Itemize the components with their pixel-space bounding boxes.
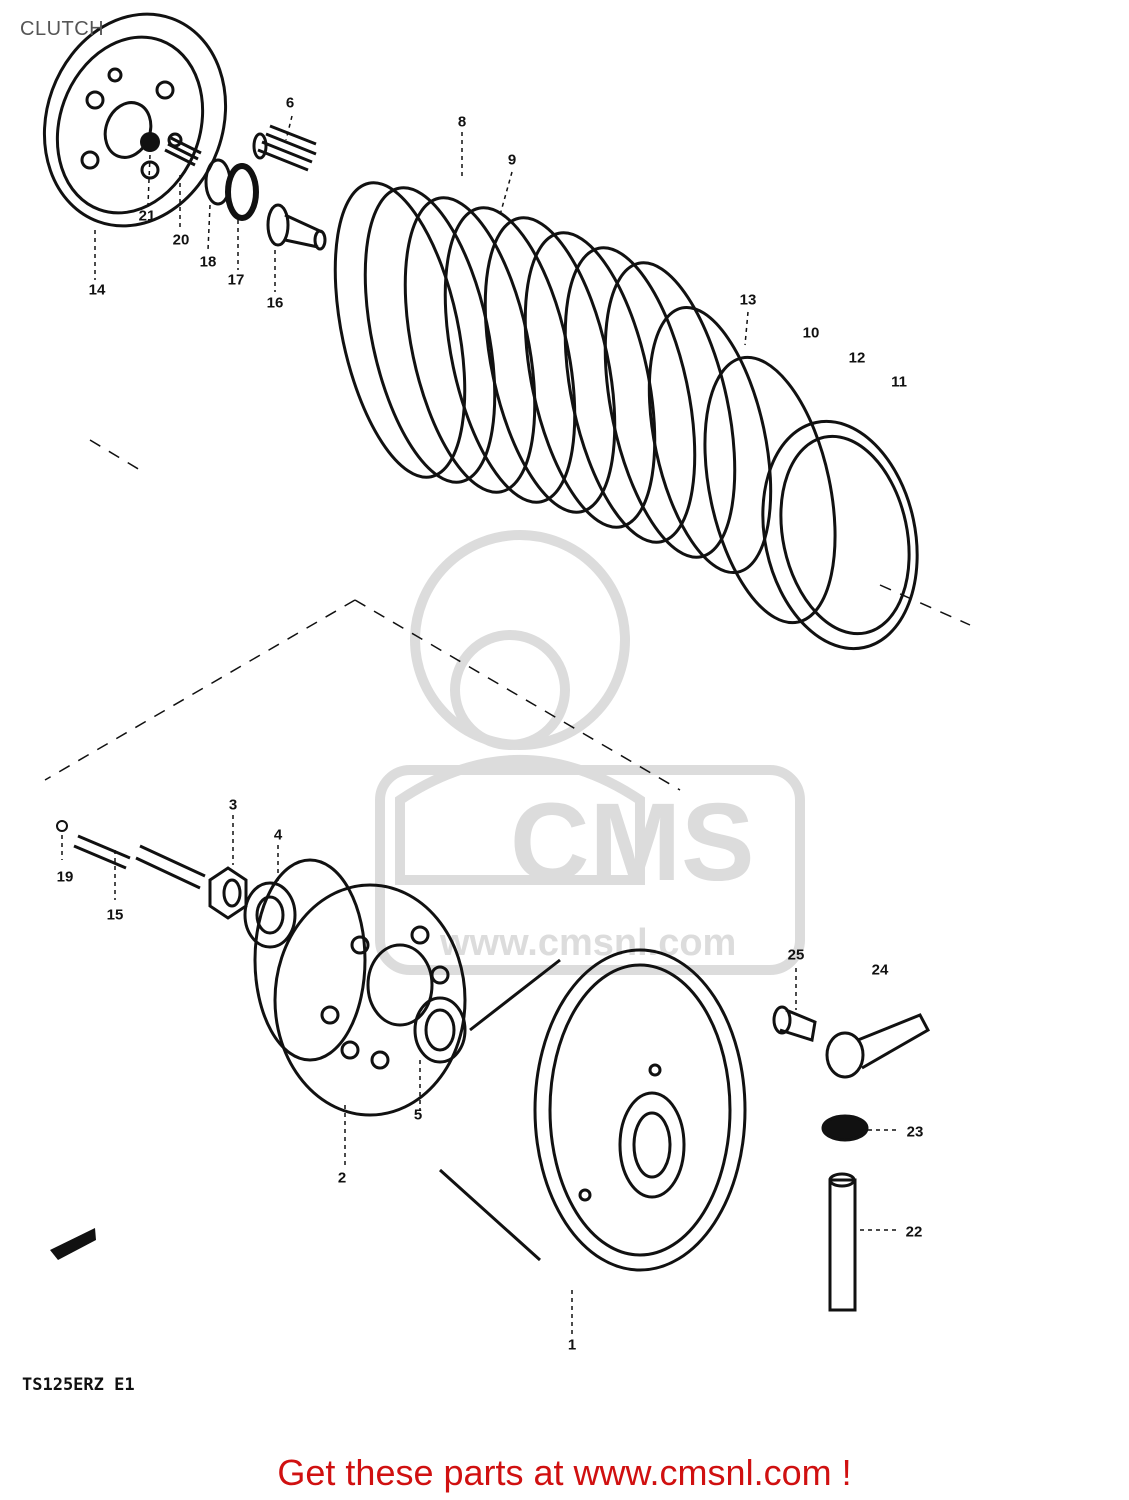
clutch-housing-part-1 (438, 948, 747, 1272)
callout-2: 2 (337, 1169, 347, 1187)
callout-10: 10 (802, 324, 820, 342)
callout-6: 6 (285, 94, 295, 112)
front-arrow-icon (50, 1228, 96, 1260)
push-rod-part-15 (73, 834, 206, 890)
callout-11: 11 (891, 373, 907, 391)
callout-25: 25 (787, 946, 805, 964)
model-code: TS125ERZ E1 (22, 1375, 135, 1395)
footer-link-text[interactable]: Get these parts at www.cmsnl.com ! (277, 1452, 852, 1493)
nut-part-3 (208, 866, 248, 920)
clutch-spring-part-6 (252, 124, 317, 172)
lock-washer-part-4 (243, 881, 297, 949)
watermark-brand: CMS (510, 781, 754, 904)
callout-18: 18 (199, 253, 217, 271)
callout-leader-lines (61, 115, 900, 1335)
callout-8: 8 (457, 113, 467, 131)
callout-4: 4 (273, 826, 283, 844)
callout-21: 21 (138, 207, 156, 225)
callout-16: 16 (266, 294, 284, 312)
push-piece-part-16 (266, 203, 327, 251)
assembly-axis-lines (44, 439, 971, 791)
release-shaft-part-22 (828, 1172, 857, 1312)
bearing-part-21 (140, 132, 160, 152)
callout-15: 15 (106, 906, 124, 924)
pressure-plate-part-14 (42, 12, 228, 228)
callout-23: 23 (906, 1123, 924, 1141)
bolt-part-25 (772, 1005, 817, 1042)
release-arm-part-24 (825, 1013, 931, 1079)
spring-part-20 (164, 136, 202, 167)
clutch-plate-stack (333, 181, 919, 651)
thrust-washer-part-5 (413, 996, 467, 1064)
washer-part-17 (225, 163, 259, 221)
callout-9: 9 (507, 151, 517, 169)
callout-14: 14 (88, 281, 106, 299)
callout-1: 1 (567, 1336, 577, 1354)
callout-13: 13 (739, 291, 757, 309)
ball-part-19 (56, 820, 68, 832)
page-title: CLUTCH (20, 18, 105, 40)
callout-5: 5 (413, 1106, 423, 1124)
callout-24: 24 (871, 961, 889, 979)
callout-20: 20 (172, 231, 190, 249)
callout-12: 12 (848, 349, 866, 367)
callout-3: 3 (228, 796, 238, 814)
cms-watermark (375, 530, 805, 975)
watermark-url: www.cmsnl.com (439, 922, 736, 964)
clutch-hub-part-2 (253, 858, 467, 1117)
callout-19: 19 (56, 868, 74, 886)
callout-17: 17 (227, 271, 245, 289)
oil-seal-part-23 (821, 1114, 869, 1142)
callout-22: 22 (905, 1223, 923, 1241)
